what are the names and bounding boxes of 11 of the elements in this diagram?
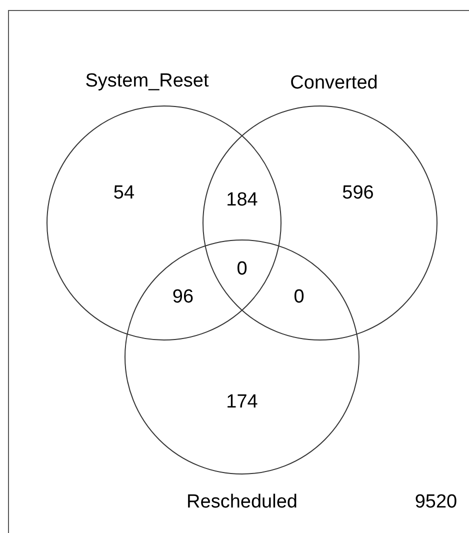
region-count: 96 — [172, 288, 194, 306]
region-count: 0 — [294, 288, 304, 306]
region-count: 9520 — [414, 492, 458, 512]
region-count: 174 — [226, 392, 258, 412]
set-label: Converted — [290, 74, 378, 92]
set-label: System_Reset — [85, 72, 209, 90]
region-count: 184 — [226, 190, 258, 210]
region-count: 0 — [236, 260, 248, 278]
region-count: 54 — [113, 184, 135, 202]
region-count: 596 — [342, 184, 374, 202]
set-label: Rescheduled — [186, 492, 298, 512]
